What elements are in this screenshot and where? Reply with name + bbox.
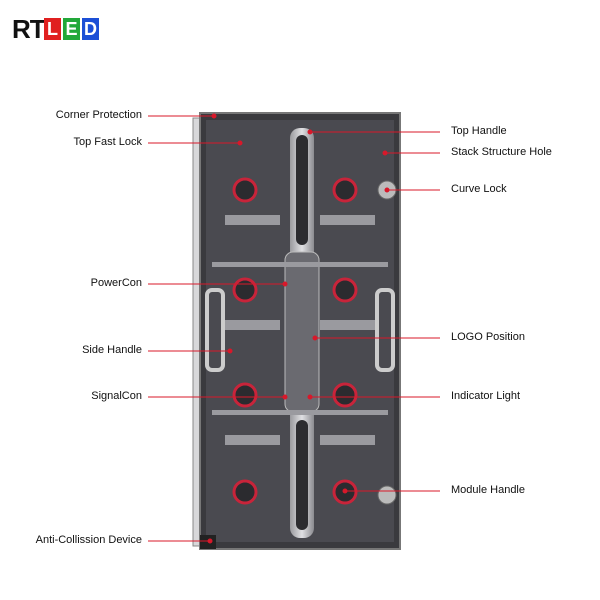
logo-letter-l: L bbox=[44, 18, 61, 40]
logo-letter-e: E bbox=[63, 18, 80, 40]
label-signalcon: SignalCon bbox=[91, 390, 142, 402]
label-powercon: PowerCon bbox=[90, 277, 142, 289]
label-module-handle: Module Handle bbox=[451, 484, 525, 496]
cabinet bbox=[192, 112, 401, 550]
label-curve-lock: Curve Lock bbox=[451, 183, 507, 195]
label-indicator-light: Indicator Light bbox=[451, 390, 521, 402]
logo-rt: RT bbox=[12, 14, 46, 44]
brand-logo: RT L E D bbox=[8, 12, 103, 46]
label-top-handle: Top Handle bbox=[451, 125, 507, 137]
label-corner-protection: Corner Protection bbox=[55, 109, 142, 121]
label-anti-collision-device: Anti-Collission Device bbox=[35, 534, 142, 546]
callout-lines bbox=[148, 113, 440, 544]
label-stack-structure-hole: Stack Structure Hole bbox=[451, 146, 552, 158]
label-side-handle: Side Handle bbox=[82, 344, 142, 356]
label-top-fast-lock: Top Fast Lock bbox=[73, 136, 142, 148]
label-logo-position: LOGO Position bbox=[451, 331, 525, 343]
logo-letter-d: D bbox=[82, 18, 99, 40]
